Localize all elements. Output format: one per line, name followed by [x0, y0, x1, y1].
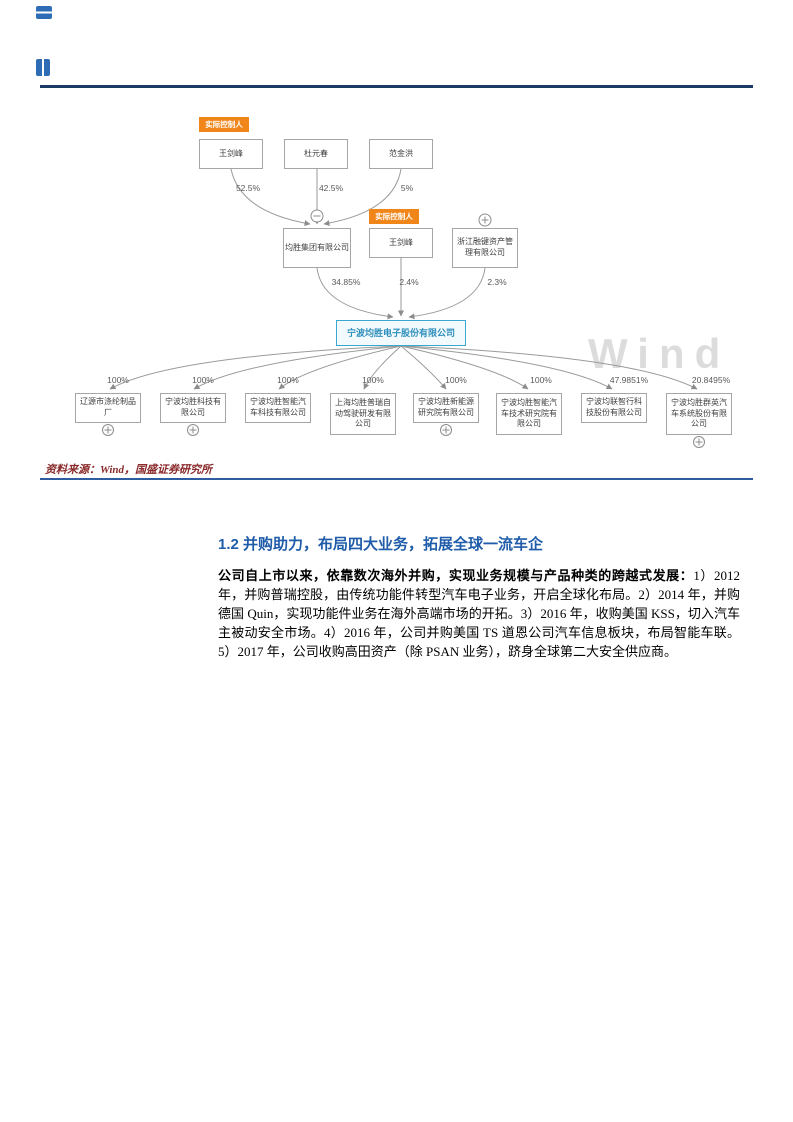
plus-circle-icon — [478, 213, 492, 227]
plus-circle-icon — [187, 424, 199, 436]
shareholder-box: 均胜集团有限公司 — [283, 228, 351, 268]
ownership-pct: 20.8495% — [691, 375, 731, 385]
subsidiary-box: 宁波均胜群英汽车系统股份有限公司 — [666, 393, 732, 435]
edge-m3 — [408, 267, 486, 320]
shareholder-box: 浙江融键资产管理有限公司 — [452, 228, 518, 268]
shareholder-box: 范金洪 — [369, 139, 433, 169]
ownership-pct: 34.85% — [331, 277, 361, 287]
shareholder-box: 王剑峰 — [199, 139, 263, 169]
ownership-pct: 100% — [530, 375, 552, 385]
listed-company-box: 宁波均胜电子股份有限公司 — [336, 320, 466, 346]
edge-s1 — [109, 345, 402, 390]
paragraph-lead: 公司自上市以来，依靠数次海外并购，实现业务规模与产品种类的跨越式发展： — [218, 568, 694, 583]
subsidiary-box: 宁波均联智行科技股份有限公司 — [581, 393, 647, 423]
plus-circle-icon — [693, 436, 705, 448]
plus-circle-icon — [440, 424, 452, 436]
ownership-pct: 2.3% — [487, 277, 507, 287]
section-paragraph: 公司自上市以来，依靠数次海外并购，实现业务规模与产品种类的跨越式发展：1）201… — [218, 566, 740, 661]
subsidiary-box: 辽源市涤纶制品厂 — [75, 393, 141, 423]
edge-t1 — [230, 168, 311, 227]
subsidiary-box: 宁波均胜新能源研究院有限公司 — [413, 393, 479, 423]
edge-m1 — [316, 267, 394, 320]
ownership-pct: 47.9851% — [609, 375, 649, 385]
subsidiary-box: 宁波均胜科技有限公司 — [160, 393, 226, 423]
paragraph-body: 1）2012 年，并购普瑞控股，由传统功能件转型汽车电子业务，开启全球化布局。2… — [218, 568, 740, 659]
header-rule — [40, 85, 753, 88]
controller-tag-mid: 实际控制人 — [369, 209, 419, 224]
edge-t3 — [323, 168, 402, 227]
ownership-pct: 42.5% — [318, 183, 344, 193]
edge-s6 — [400, 345, 529, 390]
edge-s2 — [193, 345, 402, 390]
shareholder-box: 杜元春 — [284, 139, 348, 169]
minus-circle-icon — [310, 209, 324, 223]
section-heading: 1.2 并购助力，布局四大业务，拓展全球一流车企 — [218, 536, 544, 553]
header-logo-mark-bottom — [36, 59, 50, 76]
header-logo-mark-top — [36, 6, 52, 19]
ownership-pct: 100% — [362, 375, 384, 385]
controller-tag-top: 实际控制人 — [199, 117, 249, 132]
shareholder-box: 王剑峰 — [369, 228, 433, 258]
source-note: 资料来源：Wind，国盛证券研究所 — [45, 464, 213, 476]
edge-s4 — [363, 345, 402, 390]
ownership-pct: 100% — [277, 375, 299, 385]
ownership-pct: 100% — [445, 375, 467, 385]
ownership-pct: 100% — [107, 375, 129, 385]
edge-s3 — [278, 345, 402, 390]
ownership-pct: 100% — [192, 375, 214, 385]
edge-s7 — [400, 345, 613, 390]
subsidiary-box: 宁波均胜智能汽车技术研究院有限公司 — [496, 393, 562, 435]
ownership-pct: 2.4% — [399, 277, 419, 287]
edge-s5 — [400, 345, 447, 390]
subsidiary-box: 上海均胜普瑞自动驾驶研发有限公司 — [330, 393, 396, 435]
edge-s8 — [400, 345, 698, 390]
ownership-pct: 5% — [400, 183, 414, 193]
wind-watermark: Wind — [588, 330, 731, 377]
plus-circle-icon — [102, 424, 114, 436]
ownership-pct: 52.5% — [235, 183, 261, 193]
section-rule — [40, 478, 753, 480]
subsidiary-box: 宁波均胜智能汽车科技有限公司 — [245, 393, 311, 423]
